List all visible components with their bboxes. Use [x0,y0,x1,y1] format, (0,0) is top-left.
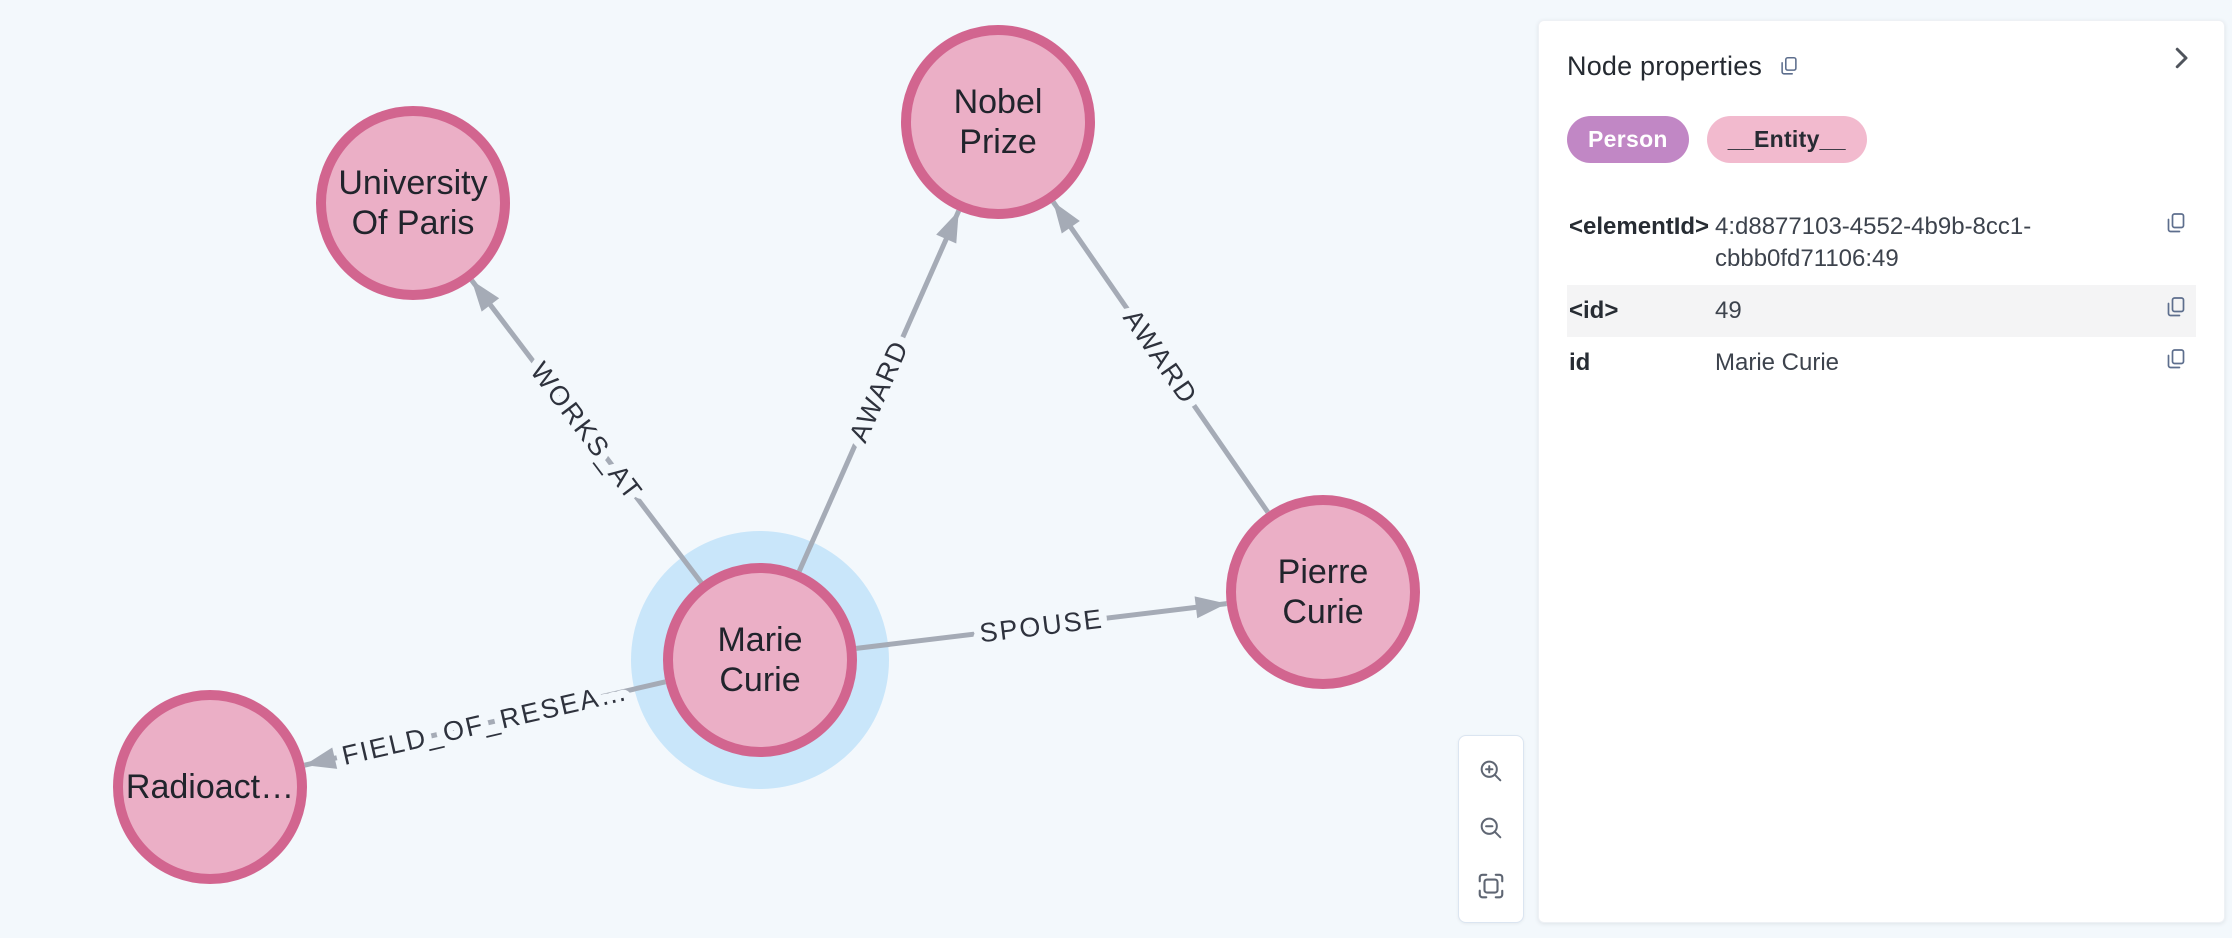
edge-label[interactable]: WORKS_AT [517,349,657,515]
zoom-out-button[interactable] [1477,814,1505,842]
zoom-in-button[interactable] [1477,757,1505,785]
copy-icon [1781,56,1797,75]
property-key: id [1569,349,1591,376]
graph-edge-field-of-resea-[interactable] [303,679,667,769]
collapse-panel-button[interactable] [2166,43,2196,73]
node-caption: Nobel [954,83,1043,121]
graph-node-university-of-paris[interactable] [316,106,510,300]
fit-to-screen-icon [1478,874,1504,899]
property-key: <id> [1569,297,1619,324]
graph-node-pierre-curie[interactable] [1226,495,1420,689]
zoom-out-icon [1480,817,1502,839]
panel-header: Node properties [1567,47,2196,83]
node-caption: Prize [959,123,1036,161]
property-value: 49 [1715,297,1742,324]
property-row: id Marie Curie [1567,337,2196,389]
zoom-in-icon [1480,760,1502,781]
panel-title: Node properties [1567,51,1763,81]
copy-icon [2167,213,2185,233]
property-value: Marie Curie [1715,349,1840,376]
node-caption: Of Paris [352,204,475,242]
edge-label[interactable]: FIELD_OF_RESEA… [331,668,639,779]
graph-edge-works-at[interactable] [469,278,704,585]
node-caption: Curie [719,661,800,699]
node-caption: Pierre [1278,553,1369,591]
graph-node-marie-curie[interactable] [663,563,857,757]
zoom-controls [1458,735,1524,923]
property-row: <id> 49 [1567,285,2196,337]
property-key: <elementId> [1569,213,1710,240]
graph-edge-award[interactable] [1051,200,1270,514]
copy-properties-button[interactable] [1778,55,1800,77]
properties-table: <elementId>4:d8877103-4552-4b9b-8cc1-cbb… [1567,201,2196,389]
node-caption: Marie [717,621,802,659]
label-badge-person: Person [1567,116,1689,163]
edge-label[interactable]: AWARD [1109,296,1211,418]
node-caption: Radioact… [126,768,294,806]
copy-value-button[interactable] [2164,211,2188,235]
graph-edge-award[interactable] [796,209,962,573]
node-properties-panel: Node properties Person __Entity__ <eleme… [1538,20,2225,923]
graph-node-nobel-prize[interactable] [901,25,1095,219]
copy-value-button[interactable] [2164,295,2188,319]
node-label-badges: Person __Entity__ [1567,116,2196,163]
copy-value-button[interactable] [2164,347,2188,371]
graph-edge-spouse[interactable] [856,596,1227,651]
node-caption: Curie [1282,593,1363,631]
fit-to-screen-button[interactable] [1476,871,1506,901]
edge-label[interactable]: SPOUSE [970,596,1113,657]
property-row: <elementId>4:d8877103-4552-4b9b-8cc1-cbb… [1567,201,2196,285]
chevron-right-icon [2175,47,2188,69]
copy-icon [2167,349,2185,369]
copy-icon [2167,297,2185,317]
edge-label[interactable]: AWARD [835,327,922,454]
property-value: 4:d8877103-4552-4b9b-8cc1-cbbb0fd71106:4… [1715,213,2032,272]
graph-node-radioactivity[interactable] [113,690,307,884]
node-caption: University [338,164,487,202]
label-badge-entity: __Entity__ [1706,116,1867,163]
